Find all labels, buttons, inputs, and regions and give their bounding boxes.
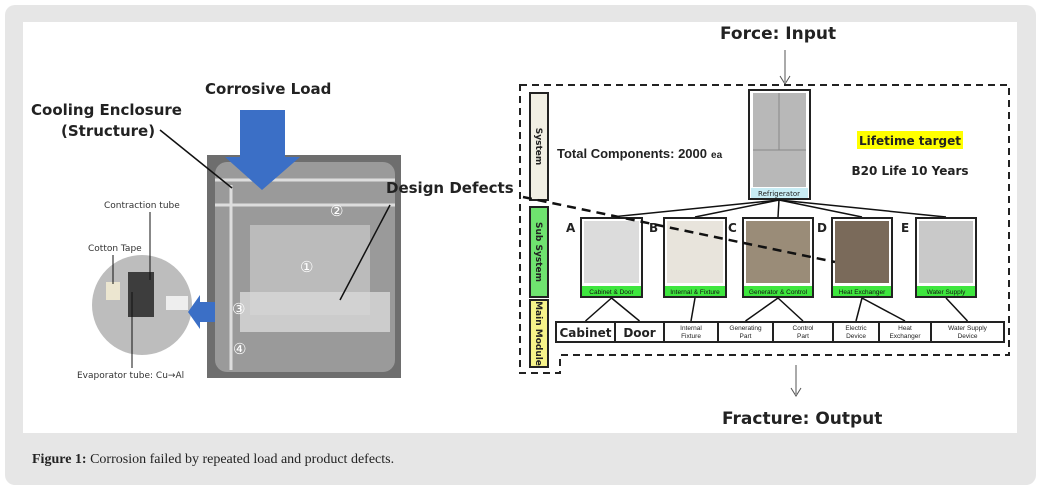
marker-1: ① (300, 258, 313, 276)
subsystem-label: Cabinet & Door (589, 289, 634, 296)
tree-link (778, 199, 863, 218)
level-label: Sub System (533, 222, 543, 282)
tree-link (690, 297, 696, 322)
subsystem-label-bg (833, 286, 891, 296)
subsystem-label-bg (744, 286, 812, 296)
b20-life: B20 Life 10 Years (851, 164, 968, 178)
tree-link (611, 199, 780, 218)
level-label: System (533, 128, 543, 166)
level-label: Main Module (533, 301, 543, 366)
marker-4: ④ (233, 340, 246, 358)
marker-3: ③ (232, 300, 245, 318)
tree-link (861, 297, 906, 322)
subsystem-image (835, 221, 889, 283)
tree-link (855, 297, 863, 322)
level-box (529, 206, 549, 298)
tree-link (611, 297, 640, 322)
evaporator-tube-label: Evaporator tube: Cu→Al (77, 371, 184, 381)
subsystem-letter: C (728, 221, 737, 235)
subsystem-label: Water Supply (927, 289, 967, 296)
corrosive-load-label: Corrosive Load (205, 80, 331, 98)
cooling-enclosure-sublabel: (Structure) (61, 122, 155, 140)
subsystem-label-bg (665, 286, 725, 296)
subsystem-label: Generator & Control (749, 289, 808, 296)
system-boundary (519, 84, 1010, 374)
subsystem-letter: D (817, 221, 827, 235)
subsystem-letter: E (901, 221, 909, 235)
tree-link (777, 297, 804, 322)
tree-link (745, 297, 779, 322)
contraction-tube-label: Contraction tube (104, 201, 180, 211)
subsystem-letter: B (649, 221, 658, 235)
total-components: Total Components: 2000 (557, 146, 707, 161)
force-input-label: Force: Input (720, 24, 836, 44)
module-cell (930, 321, 1005, 343)
lifetime-target-badge (857, 131, 963, 149)
subsystem-label-bg (582, 286, 641, 296)
subsystem-label: Heat Exchanger (839, 289, 886, 296)
tree-link (778, 199, 947, 218)
total-components-unit: ea (711, 150, 723, 161)
closeup-arrow (188, 295, 215, 329)
cotton-tape-label: Cotton Tape (88, 244, 142, 254)
caption-label: Figure 1: (32, 452, 87, 467)
design-defects-label: Design Defects (386, 179, 514, 197)
lifetime-target-label: Lifetime target (859, 134, 961, 148)
cooling-enclosure-pointer (159, 129, 233, 189)
marker-2: ② (330, 202, 343, 220)
tree-link (777, 199, 780, 218)
subsystem-image (584, 221, 639, 283)
subsystem-label: Internal & Fixture (670, 289, 720, 296)
module-label: Door (623, 326, 655, 340)
figure-caption: Figure 1: Corrosion failed by repeated l… (32, 452, 394, 468)
cooling-enclosure-label: Cooling Enclosure (31, 101, 182, 119)
caption-text: Corrosion failed by repeated load and pr… (86, 452, 395, 467)
fracture-output-label: Fracture: Output (722, 409, 882, 429)
tree-link (945, 297, 969, 322)
tree-link (585, 297, 612, 322)
subsystem-letter: A (566, 221, 576, 235)
level-box (529, 299, 549, 368)
module-label: Cabinet (559, 326, 611, 340)
defect-path-line (522, 195, 836, 264)
subsystem-image (746, 221, 810, 283)
subsystem-label-bg (917, 286, 975, 296)
design-defects-pointer (339, 204, 391, 301)
corrosive-load-arrow (225, 110, 300, 190)
refrigerator-label: Refrigerator (758, 190, 800, 198)
figure-image: Corrosive Load Cooling Enclosure (Struct… (23, 22, 1017, 433)
subsystem-image (667, 221, 723, 283)
subsystem-image (919, 221, 973, 283)
tree-link (694, 199, 780, 218)
